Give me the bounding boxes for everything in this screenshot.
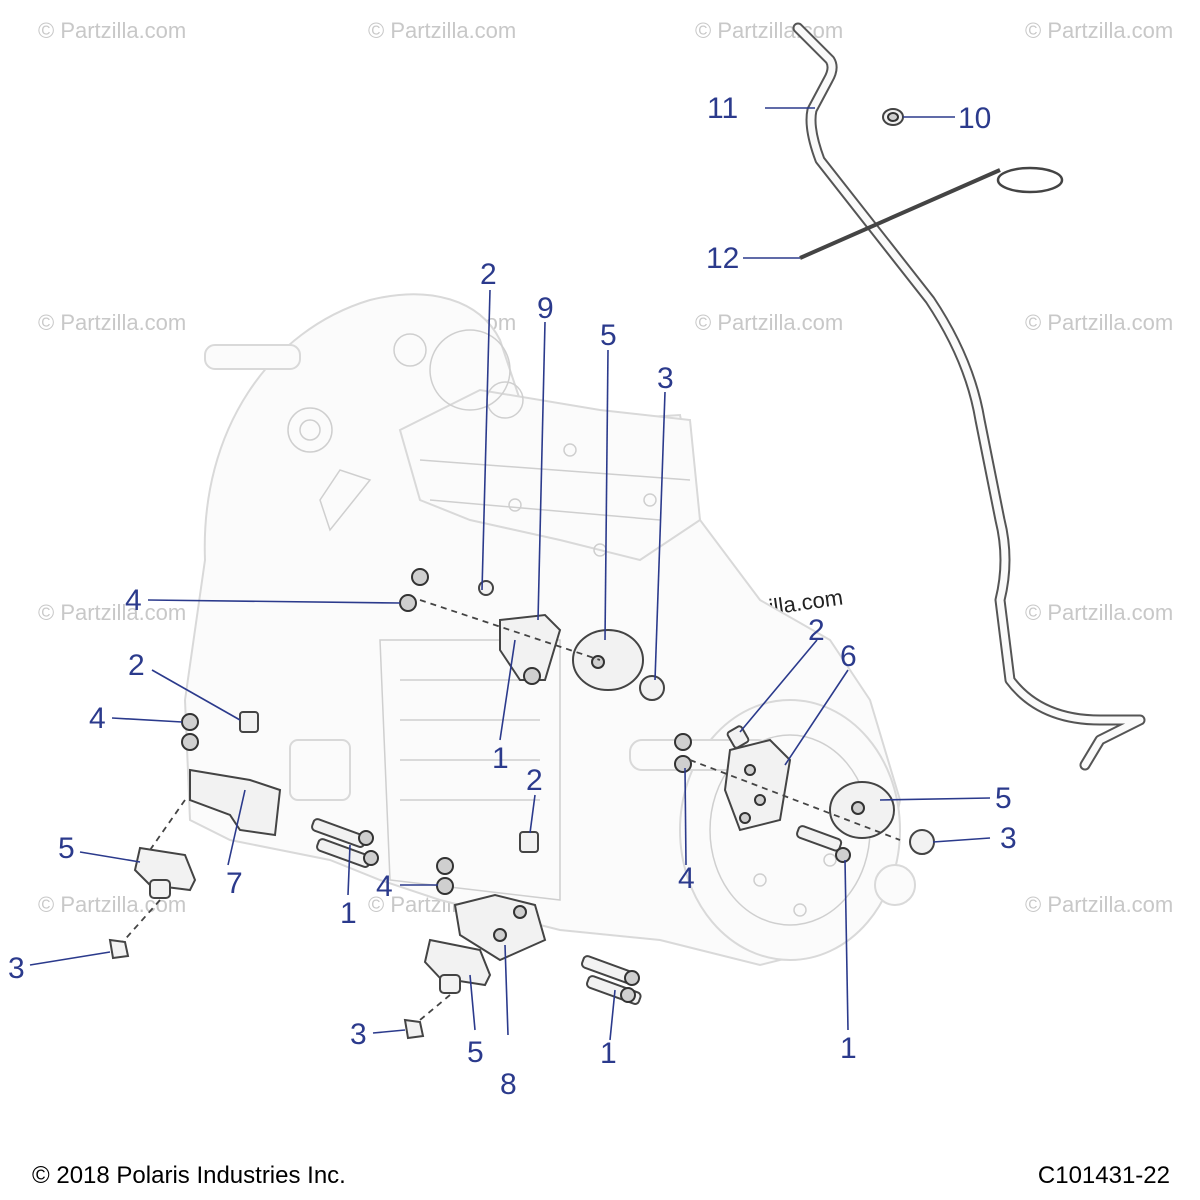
callout-5: 5 xyxy=(600,319,617,352)
watermark: © Partzilla.com xyxy=(695,310,843,335)
callout-1: 1 xyxy=(492,742,509,775)
callout-2: 2 xyxy=(808,614,825,647)
bolt xyxy=(311,818,379,868)
watermark: © Partzilla.com xyxy=(1025,310,1173,335)
callout-4: 4 xyxy=(125,584,142,617)
callout-1: 1 xyxy=(840,1032,857,1065)
callout-4: 4 xyxy=(89,702,106,735)
callout-1: 1 xyxy=(340,897,357,930)
callout-8: 8 xyxy=(500,1068,517,1101)
drawing-id: C101431-22 xyxy=(1037,1162,1170,1189)
cable-tie xyxy=(799,166,1064,260)
watermark: © Partzilla.com xyxy=(368,18,516,43)
callout-3: 3 xyxy=(657,362,674,395)
watermark: © Partzilla.com xyxy=(38,600,186,625)
watermark: © Partzilla.com xyxy=(38,310,186,335)
callout-3: 3 xyxy=(350,1018,367,1051)
watermark: © Partzilla.com xyxy=(1025,600,1173,625)
callout-6: 6 xyxy=(840,640,857,673)
callout-10: 10 xyxy=(958,102,991,135)
callout-labels: 11 10 12 2 9 5 3 4 2 4 1 2 2 6 5 7 1 4 4… xyxy=(8,92,1017,1101)
callout-3: 3 xyxy=(8,952,25,985)
copyright-text: © 2018 Polaris Industries Inc. xyxy=(32,1162,346,1189)
callout-9: 9 xyxy=(537,292,554,325)
callout-2: 2 xyxy=(480,258,497,291)
callout-5: 5 xyxy=(467,1036,484,1069)
callout-12: 12 xyxy=(706,242,739,275)
callout-5: 5 xyxy=(995,782,1012,815)
watermark: © Partzilla.com xyxy=(695,18,843,43)
hose-clamp xyxy=(882,108,904,126)
callout-7: 7 xyxy=(226,867,243,900)
watermark: © Partzilla.com xyxy=(1025,18,1173,43)
watermark: © Partzilla.com xyxy=(38,18,186,43)
callout-3: 3 xyxy=(1000,822,1017,855)
callout-1: 1 xyxy=(600,1037,617,1070)
breather-tube xyxy=(792,22,1146,771)
callout-11: 11 xyxy=(707,92,738,125)
callout-4: 4 xyxy=(678,862,695,895)
mount-components xyxy=(108,568,935,1040)
callout-4: 4 xyxy=(376,870,393,903)
callout-5: 5 xyxy=(58,832,75,865)
leader-lines xyxy=(29,107,991,1041)
rubber-mount xyxy=(108,846,197,960)
callout-2: 2 xyxy=(526,764,543,797)
callout-2: 2 xyxy=(128,649,145,682)
watermark: © Partzilla.com xyxy=(1025,892,1173,917)
